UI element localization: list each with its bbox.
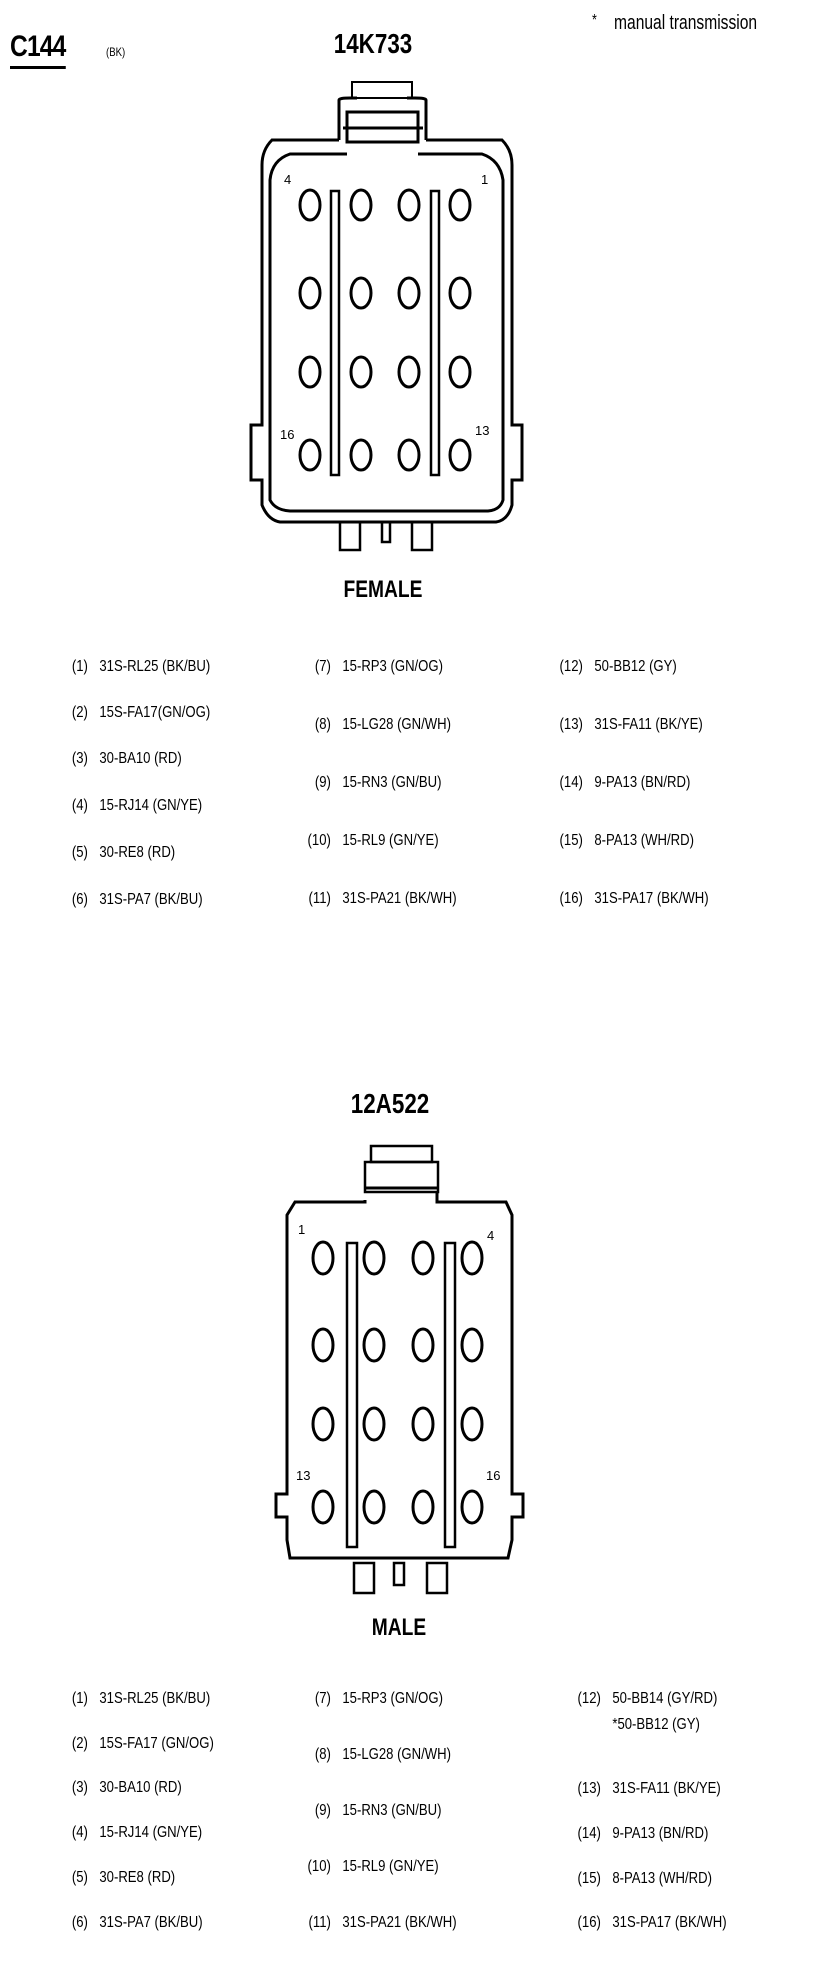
pin-cavity <box>311 1406 335 1442</box>
pin-cavity <box>298 188 322 222</box>
connector-color: (BK) <box>106 45 126 59</box>
pin-row: (16)31S-PA17 (BK/WH) <box>577 1914 727 1931</box>
pin-row: (2)15S-FA17(GN/OG) <box>71 704 211 721</box>
pin-row: (15)8-PA13 (WH/RD) <box>577 1870 712 1887</box>
pin-cavity <box>460 1327 484 1363</box>
pin-cavity <box>311 1489 335 1525</box>
pin-row: (1)31S-RL25 (BK/BU) <box>71 1690 211 1707</box>
female-part-number: 14K733 <box>333 28 413 59</box>
pin-row: (10)15-RL9 (GN/YE) <box>307 1858 439 1875</box>
pin-row: (7)15-RP3 (GN/OG) <box>314 1690 443 1707</box>
pin-alt-circuit: *50-BB12 (GY) <box>612 1716 700 1733</box>
pin-row: (4)15-RJ14 (GN/YE) <box>71 797 203 814</box>
pin-row: (6)31S-PA7 (BK/BU) <box>71 1914 203 1931</box>
pin-cavity <box>460 1240 484 1276</box>
pin-cavity <box>397 355 421 389</box>
pin-cavity <box>411 1327 435 1363</box>
pin-row: (10)15-RL9 (GN/YE) <box>307 832 439 849</box>
pin-cavity <box>397 276 421 310</box>
pin-cavity <box>349 188 373 222</box>
pin-cavity <box>362 1240 386 1276</box>
pin-row: (8)15-LG28 (GN/WH) <box>314 1746 451 1763</box>
pin-cavity <box>298 355 322 389</box>
footnote-marker: * <box>592 12 597 29</box>
pin-cavity <box>448 438 472 472</box>
pin-cavity <box>362 1406 386 1442</box>
pin-row: (5)30-RE8 (RD) <box>71 844 176 861</box>
pin-row: (12)50-BB12 (GY) <box>559 658 677 675</box>
pin-row: (9)15-RN3 (GN/BU) <box>314 774 442 791</box>
pin-row: (5)30-RE8 (RD) <box>71 1869 176 1886</box>
male-gender-label: MALE <box>371 1614 427 1641</box>
male-part-number: 12A522 <box>350 1088 430 1119</box>
pin-cavity <box>411 1489 435 1525</box>
pin-cavity <box>397 188 421 222</box>
pin-row: (2)15S-FA17 (GN/OG) <box>71 1735 214 1752</box>
male-pin-label-bottom-right: 16 <box>486 1468 501 1483</box>
pin-cavity <box>298 438 322 472</box>
pin-cavity <box>349 276 373 310</box>
pin-cavity <box>298 276 322 310</box>
pin-cavity <box>460 1406 484 1442</box>
pin-cavity <box>448 276 472 310</box>
pin-cavity <box>448 188 472 222</box>
pin-cavity <box>448 355 472 389</box>
pin-row: (11)31S-PA21 (BK/WH) <box>308 890 457 907</box>
female-pin-label-bottom-left: 16 <box>280 427 295 442</box>
connector-id: C144 <box>10 30 66 69</box>
pin-cavity <box>411 1406 435 1442</box>
female-pin-label-top-right: 1 <box>481 172 489 187</box>
female-pin-label-top-left: 4 <box>284 172 292 187</box>
male-pin-label-bottom-left: 13 <box>296 1468 311 1483</box>
pin-row: (16)31S-PA17 (BK/WH) <box>559 890 709 907</box>
pin-row: (14)9-PA13 (BN/RD) <box>577 1825 709 1842</box>
pin-cavity <box>362 1327 386 1363</box>
pin-cavity <box>349 355 373 389</box>
footnote-text: manual transmission <box>614 12 758 34</box>
pin-cavity <box>397 438 421 472</box>
male-pin-label-top-left: 1 <box>298 1222 306 1237</box>
pin-cavity <box>311 1327 335 1363</box>
pin-row: (13)31S-FA11 (BK/YE) <box>559 716 703 733</box>
female-connector-face-diagram <box>249 81 524 552</box>
pin-cavity <box>349 438 373 472</box>
pin-row: (8)15-LG28 (GN/WH) <box>314 716 451 733</box>
male-pin-label-top-right: 4 <box>487 1228 495 1243</box>
pin-row: (3)30-BA10 (RD) <box>71 750 182 767</box>
pin-row: (7)15-RP3 (GN/OG) <box>314 658 443 675</box>
pin-row: (12)50-BB14 (GY/RD)*50-BB12 (GY) <box>577 1690 718 1733</box>
pin-row: (13)31S-FA11 (BK/YE) <box>577 1780 721 1797</box>
pin-cavity <box>411 1240 435 1276</box>
pin-row: (9)15-RN3 (GN/BU) <box>314 1802 442 1819</box>
footnote: * manual transmission <box>592 12 757 35</box>
female-pin-label-bottom-right: 13 <box>475 423 490 438</box>
male-connector-face-diagram <box>274 1144 525 1595</box>
pin-row: (1)31S-RL25 (BK/BU) <box>71 658 211 675</box>
pin-cavity <box>311 1240 335 1276</box>
pin-row: (14)9-PA13 (BN/RD) <box>559 774 691 791</box>
pin-cavity <box>362 1489 386 1525</box>
pin-row: (4)15-RJ14 (GN/YE) <box>71 1824 203 1841</box>
pin-row: (15)8-PA13 (WH/RD) <box>559 832 694 849</box>
female-gender-label: FEMALE <box>343 576 423 603</box>
pin-row: (11)31S-PA21 (BK/WH) <box>308 1914 457 1931</box>
pin-row: (6)31S-PA7 (BK/BU) <box>71 891 203 908</box>
pin-row: (3)30-BA10 (RD) <box>71 1779 182 1796</box>
pin-cavity <box>460 1489 484 1525</box>
